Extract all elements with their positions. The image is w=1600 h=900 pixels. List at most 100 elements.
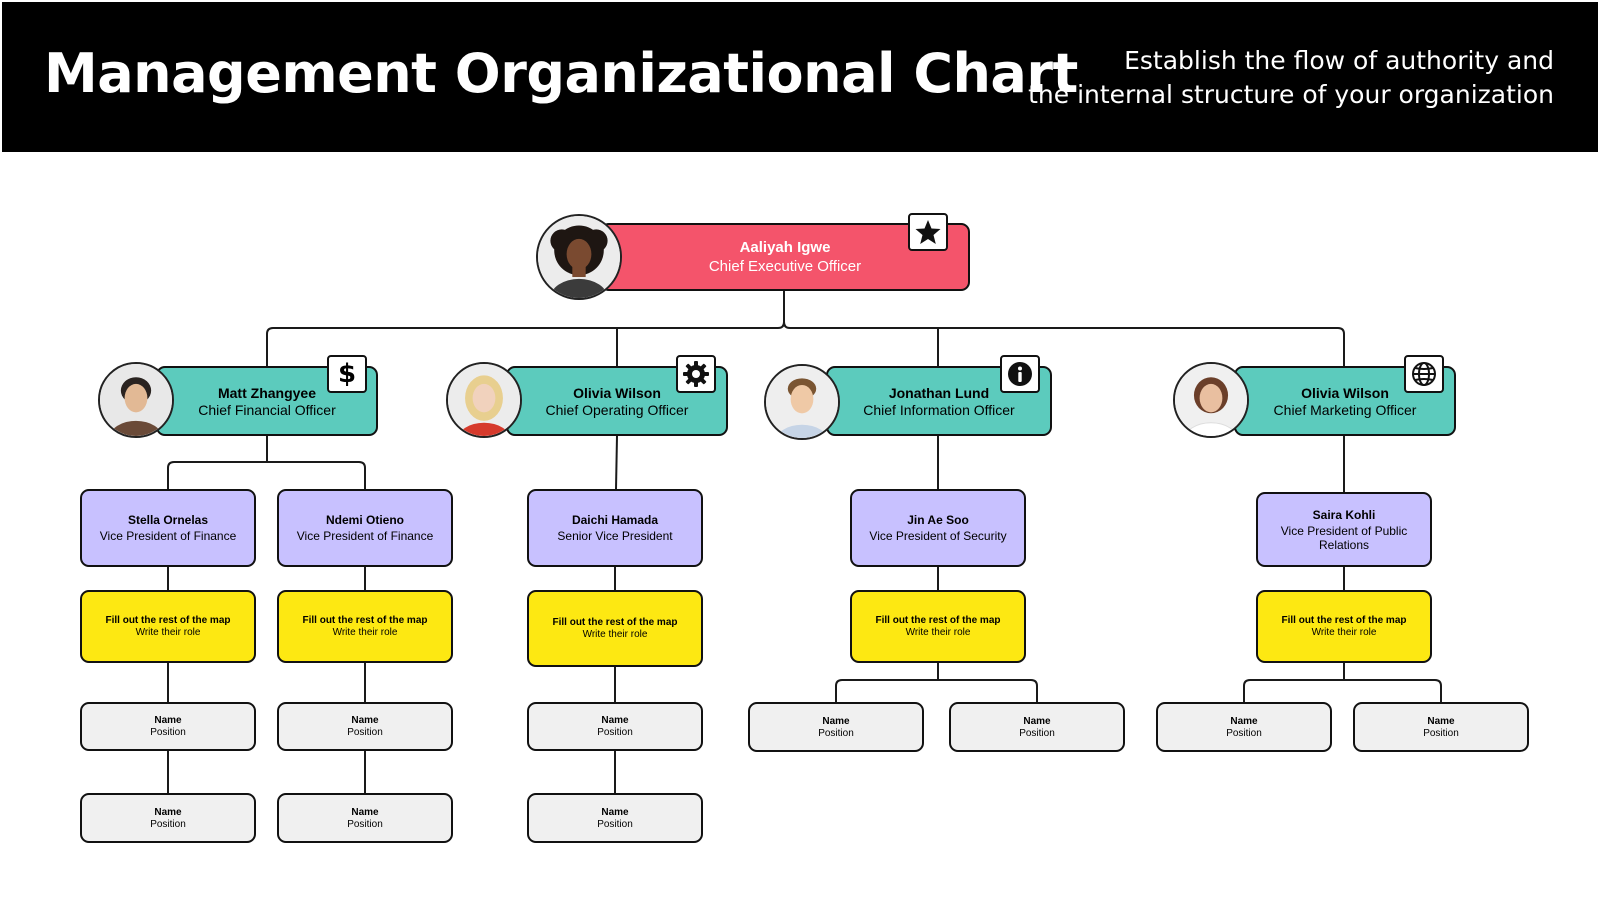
person-portrait-icon (538, 216, 620, 298)
ceo-avatar (536, 214, 622, 300)
connector-line (1243, 679, 1442, 702)
vp-role: Vice President of Finance (296, 529, 434, 543)
placeholder-position: Position (347, 727, 383, 738)
executive-role: Chief Information Officer (863, 401, 1015, 418)
executive-name: Olivia Wilson (573, 384, 661, 401)
placeholder-position: Position (150, 818, 186, 830)
fill-prompt-title: Fill out the rest of the map (302, 615, 428, 626)
fill-prompt-subtitle: Write their role (135, 627, 201, 638)
placeholder-name: Name (601, 806, 629, 818)
fill-prompt-card[interactable]: Fill out the rest of the map Write their… (527, 590, 703, 667)
executive-role: Chief Marketing Officer (1273, 401, 1417, 418)
placeholder-name: Name (351, 806, 379, 818)
person-portrait-icon (1175, 364, 1247, 436)
executive-name: Olivia Wilson (1301, 384, 1389, 401)
subtitle-line-2: the internal structure of your organizat… (1028, 80, 1554, 109)
placeholder-position: Position (597, 818, 633, 830)
page-subtitle: Establish the flow of authority and the … (994, 44, 1554, 112)
placeholder-card[interactable]: Name Position (748, 702, 924, 752)
subtitle-line-1: Establish the flow of authority and (1124, 46, 1554, 75)
placeholder-position: Position (347, 818, 383, 830)
info-icon (1008, 362, 1032, 386)
vp-card[interactable]: Jin Ae Soo Vice President of Security (850, 489, 1026, 567)
vp-name: Saira Kohli (1312, 507, 1376, 522)
page-title: Management Organizational Chart (44, 42, 1078, 105)
vp-role: Vice President of Public Relations (1280, 523, 1408, 552)
placeholder-card[interactable]: Name Position (527, 793, 703, 843)
placeholder-card[interactable]: Name Position (80, 793, 256, 843)
globe-icon (1412, 362, 1436, 386)
cfo-badge: $ (327, 355, 367, 393)
cmo-avatar (1173, 362, 1249, 438)
placeholder-card[interactable]: Name Position (277, 702, 453, 751)
cmo-badge (1404, 355, 1444, 393)
placeholder-name: Name (351, 715, 379, 726)
placeholder-card[interactable]: Name Position (527, 702, 703, 751)
vp-card[interactable]: Daichi Hamada Senior Vice President (527, 489, 703, 567)
dollar-icon: $ (337, 359, 357, 389)
star-icon (915, 220, 941, 244)
placeholder-card[interactable]: Name Position (80, 702, 256, 751)
ceo-badge (908, 213, 948, 251)
placeholder-position: Position (818, 727, 854, 739)
placeholder-card[interactable]: Name Position (1353, 702, 1529, 752)
placeholder-name: Name (822, 715, 850, 727)
placeholder-position: Position (1226, 727, 1262, 739)
fill-prompt-title: Fill out the rest of the map (105, 615, 231, 626)
placeholder-name: Name (1427, 715, 1455, 727)
fill-prompt-subtitle: Write their role (905, 627, 971, 638)
placeholder-name: Name (601, 715, 629, 726)
vp-name: Jin Ae Soo (907, 513, 969, 527)
connector-line (835, 679, 1038, 702)
vp-card[interactable]: Ndemi Otieno Vice President of Finance (277, 489, 453, 567)
placeholder-card[interactable]: Name Position (1156, 702, 1332, 752)
placeholder-name: Name (1023, 715, 1051, 727)
placeholder-card[interactable]: Name Position (949, 702, 1125, 752)
fill-prompt-card[interactable]: Fill out the rest of the map Write their… (850, 590, 1026, 663)
executive-role: Chief Operating Officer (545, 401, 689, 418)
person-portrait-icon (448, 364, 520, 436)
executive-role: Chief Financial Officer (198, 401, 336, 418)
vp-name: Stella Ornelas (127, 513, 209, 527)
vp-card[interactable]: Stella Ornelas Vice President of Finance (80, 489, 256, 567)
fill-prompt-title: Fill out the rest of the map (875, 615, 1001, 626)
ceo-name: Aaliyah Igwe (739, 239, 831, 256)
person-portrait-icon (766, 366, 838, 438)
fill-prompt-title: Fill out the rest of the map (1281, 615, 1407, 626)
connector-line (615, 435, 618, 490)
header-banner: Management Organizational Chart Establis… (2, 2, 1598, 152)
placeholder-position: Position (1019, 727, 1055, 739)
gear-icon (683, 361, 709, 387)
cio-badge (1000, 355, 1040, 393)
fill-prompt-subtitle: Write their role (332, 627, 398, 638)
fill-prompt-card[interactable]: Fill out the rest of the map Write their… (277, 590, 453, 663)
placeholder-name: Name (154, 806, 182, 818)
fill-prompt-subtitle: Write their role (1311, 627, 1377, 638)
placeholder-name: Name (154, 715, 182, 726)
cfo-avatar (98, 362, 174, 438)
fill-prompt-subtitle: Write their role (582, 629, 648, 640)
person-portrait-icon (100, 364, 172, 436)
cio-avatar (764, 364, 840, 440)
placeholder-name: Name (1230, 715, 1258, 727)
fill-prompt-card[interactable]: Fill out the rest of the map Write their… (80, 590, 256, 663)
ceo-role: Chief Executive Officer (708, 258, 862, 275)
fill-prompt-card[interactable]: Fill out the rest of the map Write their… (1256, 590, 1432, 663)
connector-line (783, 321, 1345, 368)
placeholder-position: Position (597, 727, 633, 738)
executive-name: Matt Zhangyee (217, 384, 316, 401)
placeholder-card[interactable]: Name Position (277, 793, 453, 843)
vp-role: Senior Vice President (557, 529, 673, 543)
vp-name: Daichi Hamada (571, 513, 659, 527)
vp-card[interactable]: Saira Kohli Vice President of Public Rel… (1256, 492, 1432, 567)
vp-role: Vice President of Finance (99, 529, 237, 543)
coo-avatar (446, 362, 522, 438)
coo-badge (676, 355, 716, 393)
executive-name: Jonathan Lund (888, 384, 990, 401)
connector-line (167, 461, 366, 489)
fill-prompt-title: Fill out the rest of the map (552, 617, 678, 628)
placeholder-position: Position (150, 727, 186, 738)
vp-role: Vice President of Security (869, 529, 1007, 543)
placeholder-position: Position (1423, 727, 1459, 739)
